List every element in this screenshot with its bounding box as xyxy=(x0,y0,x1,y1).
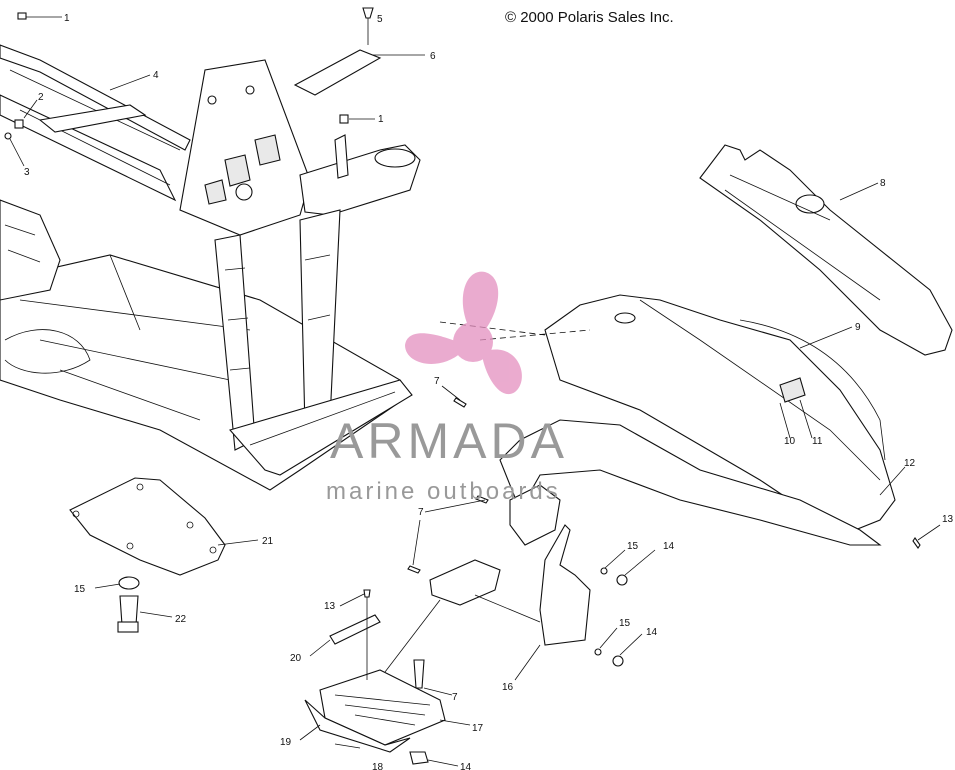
bracket-part-20 xyxy=(329,614,381,645)
callout-7c: 7 xyxy=(452,692,458,703)
callout-22: 22 xyxy=(175,614,187,625)
washer-part-3 xyxy=(4,132,12,140)
bolt-part-22 xyxy=(119,595,139,626)
callout-7b: 7 xyxy=(418,507,424,518)
screw-part-13b xyxy=(363,589,371,598)
callout-3: 3 xyxy=(24,167,30,178)
hardware xyxy=(4,7,921,765)
screw-part-7c xyxy=(407,565,421,574)
washer-part-15b xyxy=(594,648,602,656)
callout-18: 18 xyxy=(372,762,384,770)
nut-part-14c xyxy=(409,751,429,765)
callout-15a: 15 xyxy=(627,541,639,552)
nut-part-14a xyxy=(616,574,628,586)
callout-12: 12 xyxy=(904,458,916,469)
splash-plate xyxy=(509,484,561,546)
copyright-text: © 2000 Polaris Sales Inc. xyxy=(505,9,674,26)
leader-lines xyxy=(9,16,941,767)
callout-17: 17 xyxy=(472,723,484,734)
watermark-brand: ARMADA xyxy=(330,413,568,469)
callout-9: 9 xyxy=(855,322,861,333)
callout-14b: 14 xyxy=(646,627,658,638)
armada-propeller-logo xyxy=(405,271,522,395)
fender-part-9 xyxy=(544,294,896,531)
callout-1a: 1 xyxy=(64,13,70,24)
clip-part-1a xyxy=(17,12,27,20)
watermark-tagline: marine outboards xyxy=(326,478,561,505)
callout-10: 10 xyxy=(784,436,796,447)
callout-16: 16 xyxy=(502,682,514,693)
callout-7a: 7 xyxy=(434,376,440,387)
nut-part-2 xyxy=(14,119,24,129)
skid-plate-part-21 xyxy=(69,477,226,576)
callout-1b: 1 xyxy=(378,114,384,125)
callout-14c: 14 xyxy=(460,762,472,770)
callout-15b: 15 xyxy=(619,618,631,629)
callout-11: 11 xyxy=(812,436,823,447)
mud-flap-part-16 xyxy=(539,524,591,646)
callout-13b: 13 xyxy=(324,601,336,612)
callout-15c: 15 xyxy=(74,584,86,595)
callout-8: 8 xyxy=(880,178,886,189)
footwell-shell xyxy=(499,419,882,546)
screw-part-7b xyxy=(475,495,489,504)
callout-13a: 13 xyxy=(942,514,954,525)
callout-5: 5 xyxy=(377,14,383,25)
bolt-part-5 xyxy=(362,7,374,19)
callout-2: 2 xyxy=(38,92,44,103)
frame-assembly xyxy=(0,44,421,491)
screw-part-13a xyxy=(912,537,921,549)
callout-20: 20 xyxy=(290,653,302,664)
callout-6: 6 xyxy=(430,51,436,62)
washer-part-15a xyxy=(600,567,608,575)
callout-19: 19 xyxy=(280,737,292,748)
callout-14a: 14 xyxy=(663,541,675,552)
callout-21: 21 xyxy=(262,536,274,547)
bolt-part-7d xyxy=(413,659,425,689)
fender-top-part-8 xyxy=(699,144,953,356)
screw-part-18 xyxy=(334,743,361,749)
nut-part-14b xyxy=(612,655,624,667)
callout-4: 4 xyxy=(153,70,159,81)
bolt-head-part-22 xyxy=(117,621,139,633)
washer-part-15c xyxy=(118,576,140,590)
plate-part-6 xyxy=(293,49,382,96)
screw-part-7a xyxy=(453,397,467,408)
footrest-rail-part-19 xyxy=(304,699,411,753)
clip-part-1b xyxy=(339,114,349,124)
footrest-bracket xyxy=(429,559,501,606)
callout-labels: 1 1 2 3 4 5 6 7 7 7 8 9 10 11 12 13 13 1… xyxy=(24,13,954,770)
